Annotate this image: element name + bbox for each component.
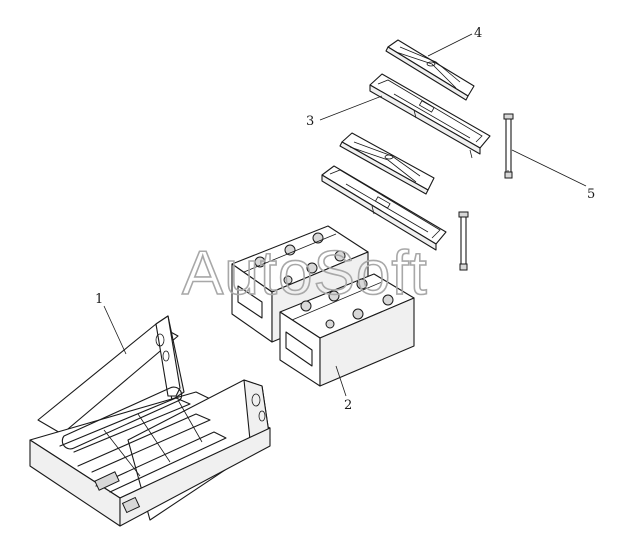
battery-tray-frame-top (369, 73, 491, 159)
tie-bolt-right (503, 113, 514, 179)
callout-2: 2 (344, 398, 352, 413)
leader-lines (103, 33, 587, 397)
tie-bolt-center (458, 211, 469, 271)
hold-down-clamp-lower (339, 132, 435, 195)
battery-box-cradle (29, 315, 271, 527)
leader-3 (319, 95, 383, 121)
leader-2 (335, 365, 347, 397)
callout-4: 4 (474, 26, 482, 41)
watermark-text: AutoSoft (182, 239, 428, 308)
battery-front (279, 273, 415, 387)
battery-tray-frame-lower (321, 165, 447, 251)
callout-1: 1 (95, 292, 103, 307)
hold-down-clamp-top (385, 39, 475, 101)
callout-3: 3 (306, 114, 314, 129)
leader-1 (103, 305, 127, 355)
leader-5 (511, 149, 587, 187)
leader-4 (427, 33, 473, 57)
callout-5: 5 (587, 187, 595, 202)
